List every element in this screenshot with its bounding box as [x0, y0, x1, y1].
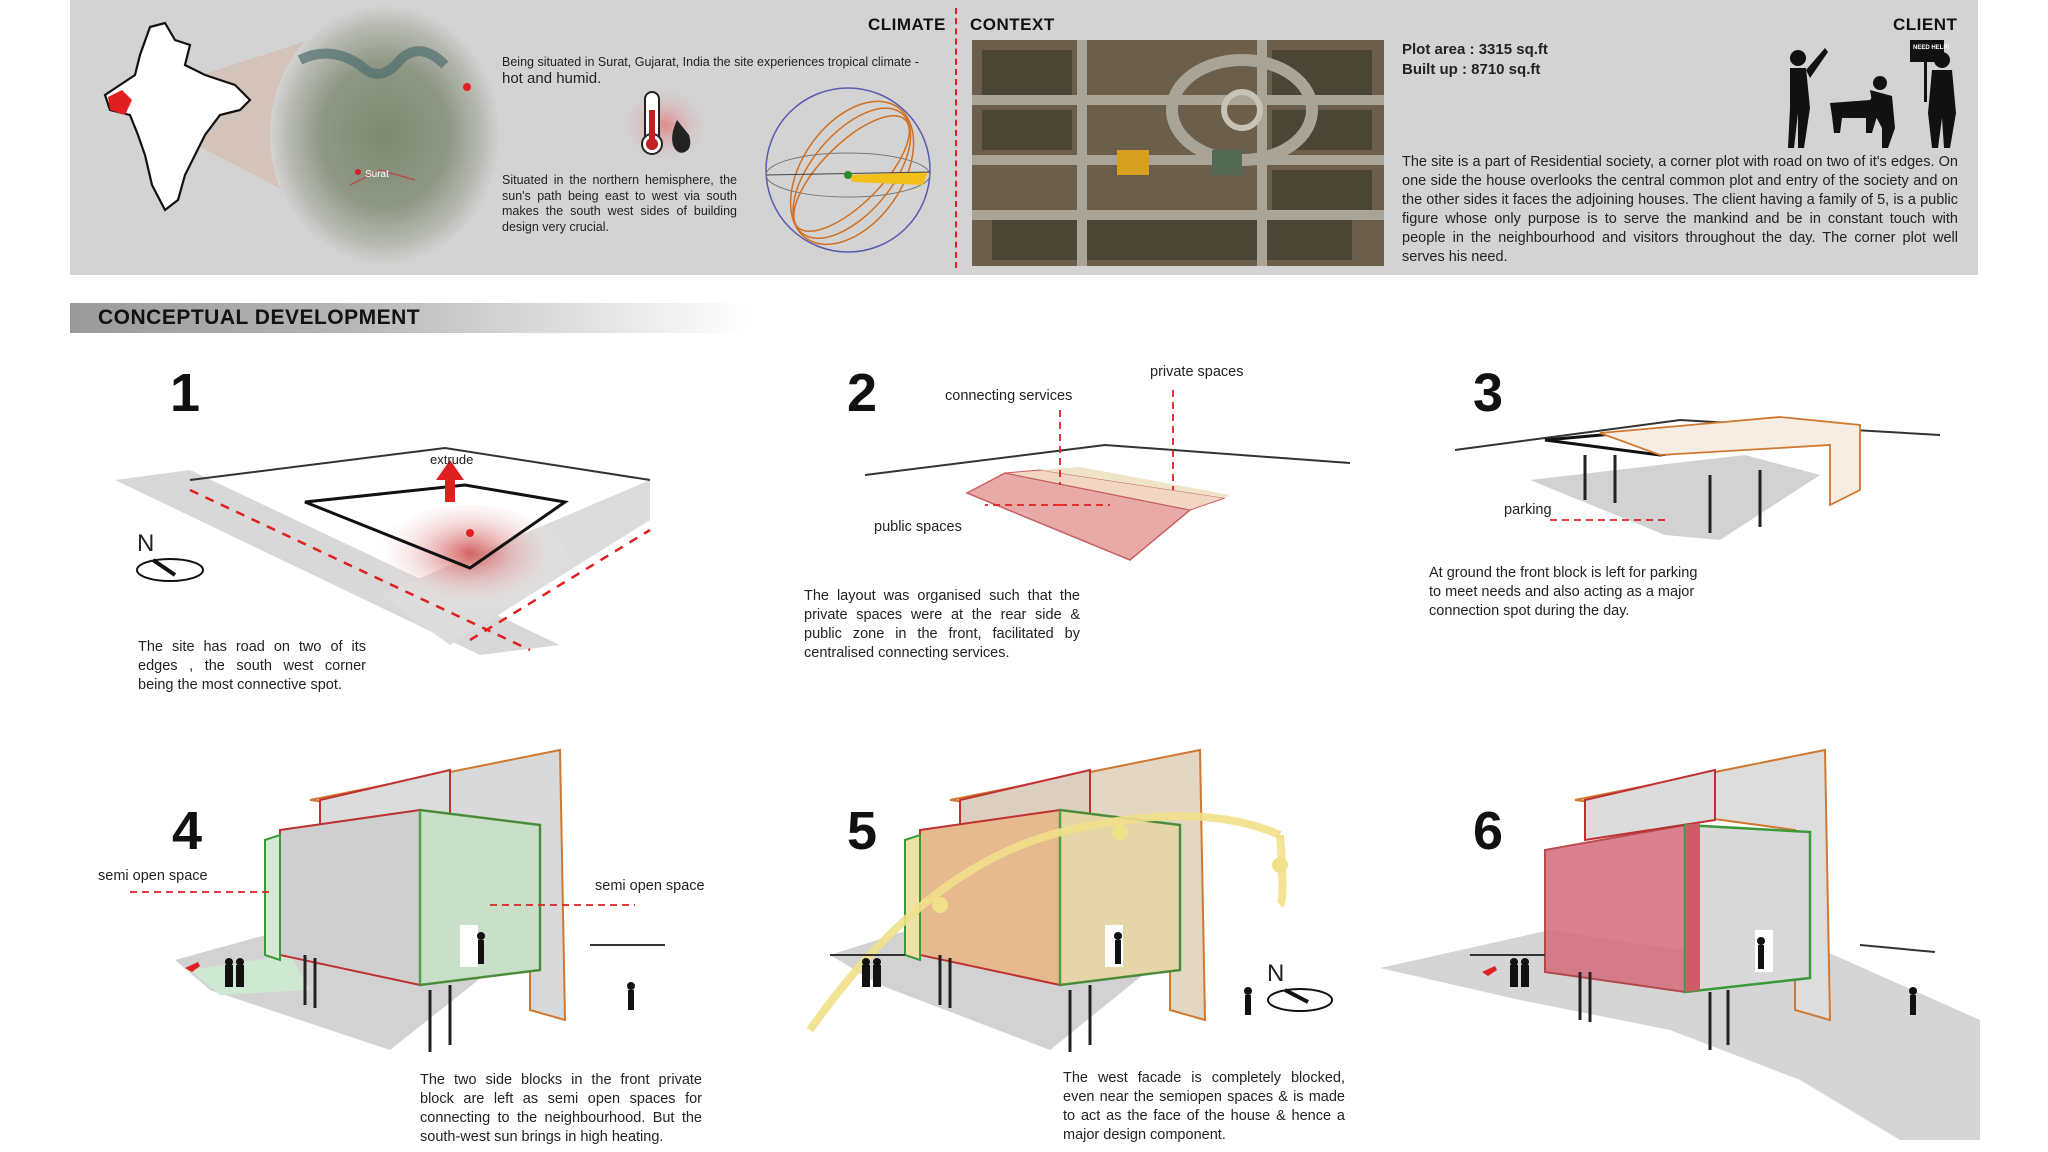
step-1-text: The site has road on two of its edges , …	[138, 638, 366, 695]
step-2-diagram	[860, 395, 1380, 575]
map-city-label: Surat	[365, 169, 389, 180]
step-3-diagram	[1450, 415, 1970, 565]
conceptual-development-bar: CONCEPTUAL DEVELOPMENT	[70, 303, 750, 333]
step-3-text: At ground the front block is left for pa…	[1429, 564, 1713, 621]
plot-area: Plot area : 3315 sq.ft	[1402, 40, 1548, 60]
client-figures-icon: NEED HELP!	[1770, 38, 1970, 158]
climate-text-2: Situated in the northern hemisphere, the…	[502, 173, 737, 235]
north-label-1: N	[137, 530, 154, 558]
context-title: CONTEXT	[970, 15, 1055, 35]
climate-text-1a: Being situated in Surat, Gujarat, India …	[502, 55, 919, 69]
extrude-label: extrude	[430, 452, 473, 467]
step-4-text: The two side blocks in the front private…	[420, 1071, 702, 1147]
step-5-diagram	[810, 740, 1330, 1060]
plot-info: Plot area : 3315 sq.ft Built up : 8710 s…	[1402, 40, 1548, 80]
location-map: Surat	[80, 5, 500, 275]
step-6-diagram	[1380, 740, 1980, 1140]
step-5-text: The west facade is completely blocked, e…	[1063, 1069, 1345, 1145]
built-up: Built up : 8710 sq.ft	[1402, 60, 1548, 80]
thermometer-icon	[615, 80, 725, 170]
step-2-text: The layout was organised such that the p…	[804, 587, 1080, 663]
climate-title: CLIMATE	[868, 15, 946, 35]
sun-path-diagram	[758, 80, 938, 260]
context-aerial-image	[972, 40, 1384, 266]
step-1-diagram	[110, 440, 670, 660]
sign-text: NEED HELP!	[1913, 45, 1949, 51]
client-title: CLIENT	[1893, 15, 1957, 35]
step-1-number: 1	[170, 362, 200, 424]
climate-text-1b: hot and humid.	[502, 70, 601, 87]
step-4-diagram	[130, 740, 690, 1060]
north-label-5: N	[1267, 960, 1284, 988]
client-text: The site is a part of Residential societ…	[1402, 153, 1958, 267]
section-title: CONCEPTUAL DEVELOPMENT	[98, 306, 420, 330]
parking-label: parking	[1504, 502, 1552, 518]
band-divider	[955, 8, 957, 268]
private-spaces-label: private spaces	[1150, 364, 1244, 380]
